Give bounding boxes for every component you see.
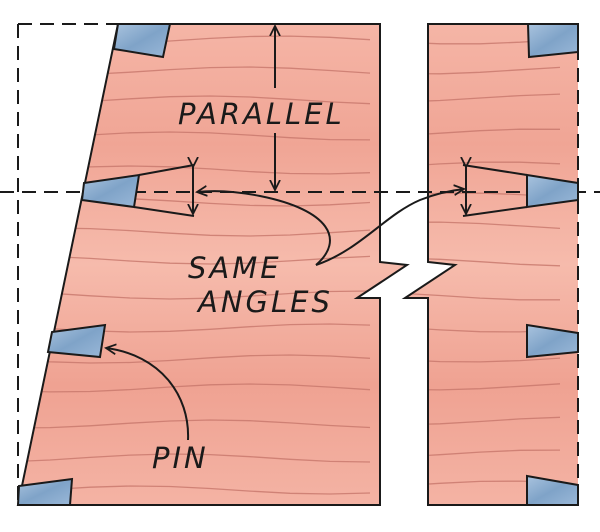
pointer-arrow-icon	[106, 348, 190, 441]
pointer-arrow-icon	[315, 189, 464, 266]
wood-grain-line	[405, 128, 561, 137]
label-pin: PIN	[152, 441, 209, 475]
label-angles: ANGLES	[196, 285, 333, 319]
wood-grain-line	[405, 416, 561, 426]
wood-grain-line	[405, 357, 561, 363]
pointer-arrow-icon	[197, 191, 331, 266]
angle-lines-right	[462, 164, 528, 217]
pin-left-3	[46, 323, 107, 359]
label-parallel: PARALLEL	[178, 97, 345, 131]
wood-grain-line	[405, 38, 561, 45]
angle-lines-left	[133, 164, 195, 217]
wood-grain-line	[405, 93, 561, 103]
pin-right-3	[526, 323, 579, 359]
wood-grain-line	[405, 257, 561, 267]
pin-right-2	[526, 173, 579, 209]
wood-grain-line	[18, 419, 371, 429]
wood-grain-line	[405, 221, 561, 230]
wood-grain-line	[405, 66, 561, 75]
wood-grain-line	[405, 161, 561, 168]
wood-grain-line	[405, 383, 561, 391]
label-same: SAME	[188, 251, 282, 285]
pin-left-4	[16, 477, 74, 506]
wood-grain-line	[18, 453, 371, 463]
wood-grain-line	[405, 449, 561, 458]
pin-right-1	[526, 23, 579, 59]
pin-right-4	[526, 474, 579, 506]
left-board	[16, 23, 410, 506]
wood-grain-line	[405, 292, 560, 301]
right-board	[401, 23, 579, 506]
pin-left-1	[112, 23, 172, 59]
